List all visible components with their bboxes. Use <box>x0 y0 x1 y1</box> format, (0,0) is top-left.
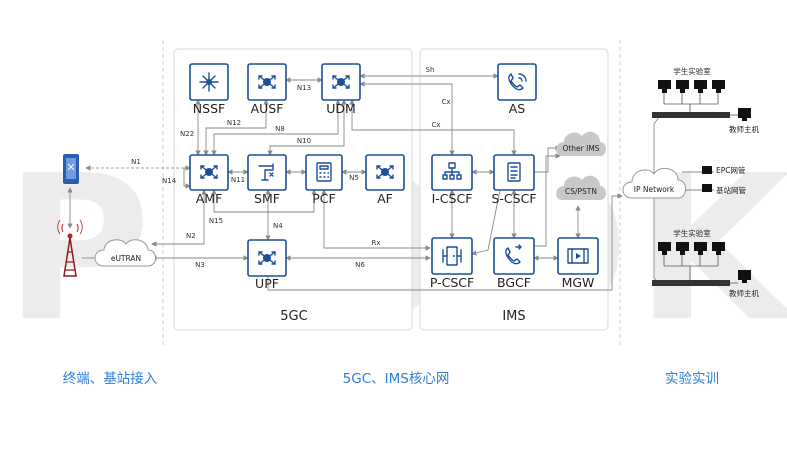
pcf-node: PCF <box>305 154 343 206</box>
svg-text:教师主机: 教师主机 <box>729 288 759 298</box>
svg-text:I-CSCF: I-CSCF <box>432 191 473 206</box>
svg-text:UPF: UPF <box>255 276 279 291</box>
svg-text:eUTRAN: eUTRAN <box>111 254 141 263</box>
svg-text:学生实验室: 学生实验室 <box>673 228 711 238</box>
scscf-node: S-CSCF <box>491 154 537 206</box>
svg-text:S-CSCF: S-CSCF <box>491 191 536 206</box>
label-sh: Sh <box>426 66 435 74</box>
amf-node: AMF <box>189 154 229 206</box>
udm-node: UDM <box>321 63 361 116</box>
svg-text:NSSF: NSSF <box>193 101 225 116</box>
label-n13: N13 <box>297 84 311 92</box>
phone-call-icon <box>505 244 522 265</box>
label-cx2: Cx <box>431 121 440 129</box>
top-student-pcs <box>658 80 725 112</box>
link-n2 <box>151 189 207 247</box>
document-icon <box>507 162 521 182</box>
icscf-node: I-CSCF <box>431 154 473 206</box>
bottom-switch <box>652 280 730 286</box>
ausf-node: AUSF <box>247 63 287 116</box>
5gc-label: 5GC <box>280 309 307 324</box>
upf-node: UPF <box>247 239 287 291</box>
middle-caption: 5GC、IMS核心网 <box>343 371 450 387</box>
label-n12: N12 <box>227 119 241 127</box>
bottom-lab: 学生实验室 教师主机 <box>652 228 759 298</box>
svg-text:AMF: AMF <box>196 191 223 206</box>
top-teacher-pc <box>738 108 751 121</box>
cs-pstn-cloud: CS/PSTN <box>556 175 606 200</box>
link-scscf-otherims <box>534 145 561 173</box>
other-ims-cloud: Other IMS <box>556 131 606 156</box>
smf-node: SMF <box>247 154 287 206</box>
top-switch <box>652 112 730 118</box>
link-scscf-pcscf <box>471 189 501 256</box>
epc-mgmt-station: EPC网管 <box>702 165 746 175</box>
media-gateway-icon <box>567 248 589 264</box>
label-n4: N4 <box>273 222 283 230</box>
phone-icon <box>508 73 527 91</box>
label-n10: N10 <box>297 137 311 145</box>
label-cx1: Cx <box>441 98 450 106</box>
svg-text:IP Network: IP Network <box>634 185 675 194</box>
svg-text:AUSF: AUSF <box>251 101 284 116</box>
door-icon <box>442 246 462 266</box>
svg-text:P-CSCF: P-CSCF <box>430 275 474 290</box>
label-n5: N5 <box>349 174 359 182</box>
ue-device <box>63 154 79 184</box>
label-n8: N8 <box>275 125 285 133</box>
svg-text:AS: AS <box>509 101 526 116</box>
hierarchy-icon <box>442 162 462 180</box>
label-rx: Rx <box>371 239 380 247</box>
link-n10 <box>267 99 347 156</box>
link-n15 <box>211 189 317 213</box>
svg-text:UDM: UDM <box>326 101 356 116</box>
svg-text:CS/PSTN: CS/PSTN <box>565 187 597 196</box>
svg-text:教师主机: 教师主机 <box>729 124 759 134</box>
link-cx-scscf <box>349 99 517 156</box>
label-n6: N6 <box>355 261 365 269</box>
nssf-icon <box>199 72 219 92</box>
right-caption: 实验实训 <box>665 371 719 387</box>
eutran-cloud: eUTRAN <box>94 239 156 267</box>
label-n22: N22 <box>180 130 194 138</box>
svg-text:BGCF: BGCF <box>497 275 531 290</box>
link-upf-ipnet <box>267 193 623 291</box>
svg-text:基站网管: 基站网管 <box>716 185 746 195</box>
label-n14: N14 <box>162 177 177 185</box>
label-n1: N1 <box>131 158 141 166</box>
svg-text:Other IMS: Other IMS <box>562 144 599 153</box>
left-caption: 终端、基站接入 <box>63 370 158 387</box>
bottom-student-pcs <box>658 242 725 280</box>
link-rx <box>321 189 431 251</box>
base-station-tower <box>57 219 83 277</box>
svg-text:学生实验室: 学生实验室 <box>673 66 711 76</box>
bgcf-node: BGCF <box>493 237 535 290</box>
af-node: AF <box>365 154 405 206</box>
mgw-node: MGW <box>557 237 599 290</box>
label-n3: N3 <box>195 261 205 269</box>
label-n11: N11 <box>231 176 245 184</box>
ip-network-cloud: IP Network <box>622 167 686 199</box>
top-lab: 学生实验室 教师主机 <box>652 66 759 134</box>
calculator-icon <box>316 162 332 182</box>
ims-label: IMS <box>502 309 525 324</box>
bottom-teacher-pc <box>738 270 751 283</box>
label-n15: N15 <box>209 217 223 225</box>
nssf-node: NSSF <box>189 63 229 116</box>
svg-text:PCF: PCF <box>312 191 335 206</box>
svg-text:SMF: SMF <box>254 191 280 206</box>
as-node: AS <box>497 63 537 116</box>
bs-mgmt-station: 基站网管 <box>702 184 746 195</box>
svg-text:AF: AF <box>377 191 393 206</box>
tap-icon <box>258 163 274 181</box>
link-bgcf-otherims <box>534 153 561 247</box>
label-n2: N2 <box>186 232 196 240</box>
pcscf-node: P-CSCF <box>430 237 474 290</box>
svg-text:MGW: MGW <box>562 275 595 290</box>
svg-text:EPC网管: EPC网管 <box>716 165 746 175</box>
